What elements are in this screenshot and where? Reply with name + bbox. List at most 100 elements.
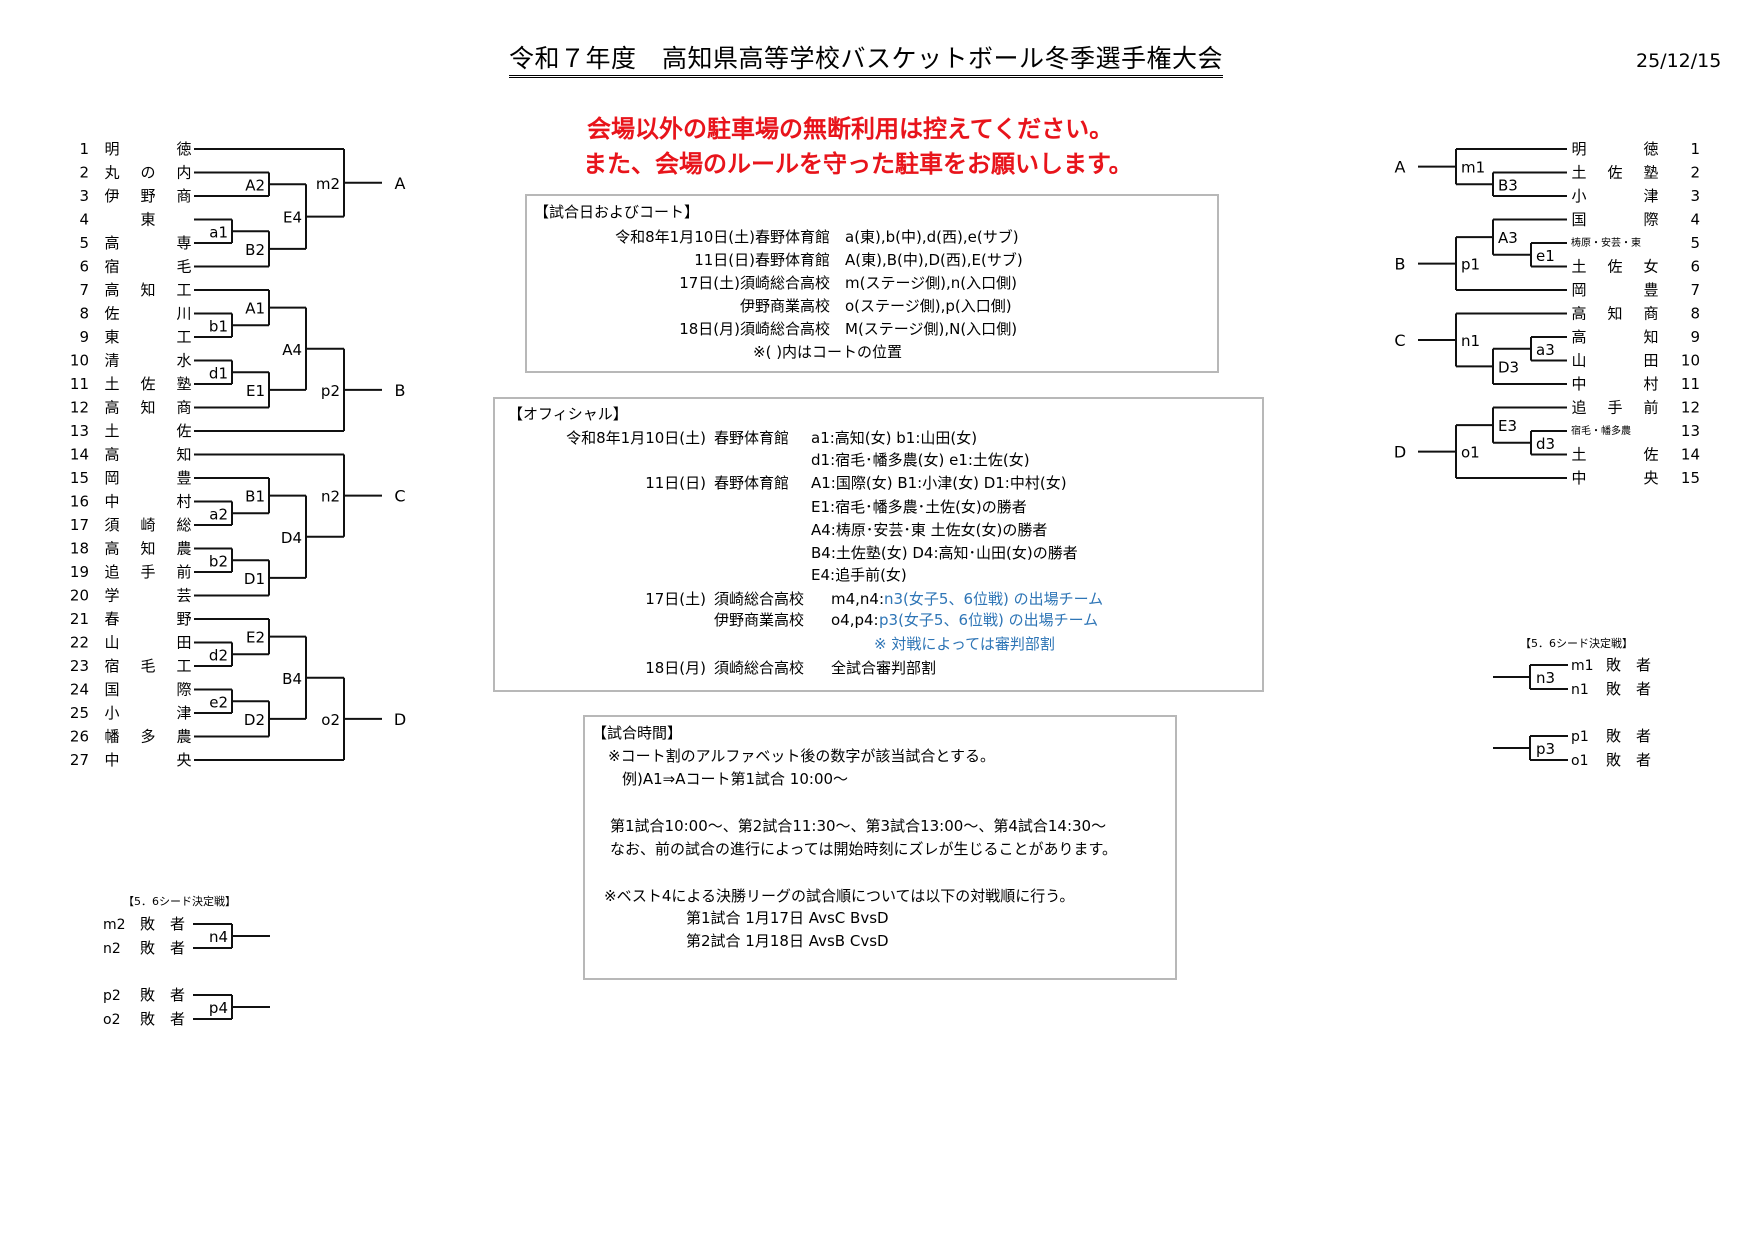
placement-entry-text: 敗 者 [140, 939, 185, 957]
official-assignment: E1:宿毛･幡多農･土佐(女)の勝者 [811, 498, 1027, 516]
team-name: 小 津 [105, 704, 213, 722]
times-league-note: ※ベスト4による決勝リーグの試合順については以下の対戦順に行う。 [604, 887, 1075, 905]
seed-number: 11 [70, 375, 89, 393]
official-day: 11日(日) [645, 474, 706, 492]
team-name: 追手前 [105, 563, 213, 581]
match-label-B3: B3 [1498, 176, 1518, 194]
court-day: 伊野商業高校 [739, 297, 830, 315]
official-day: 17日(土) [645, 590, 706, 608]
seed-number: 15 [1681, 469, 1700, 487]
pool-label-A: A [395, 174, 406, 193]
team-name: 高知商 [105, 399, 213, 417]
league-game-2: 第2試合 1月18日 AvsB CvsD [686, 932, 889, 950]
match-label-D1: D1 [244, 570, 265, 588]
court-assignment: m(ステージ側),n(入口側) [845, 274, 1017, 292]
team-name: 高 知 [105, 446, 213, 464]
team-name: 小 津 [1572, 187, 1680, 205]
match-label-E1: E1 [246, 382, 265, 400]
seed-number: 4 [79, 211, 89, 229]
seed-number: 1 [1690, 140, 1700, 158]
match-label-D3: D3 [1498, 358, 1519, 376]
parking-notice-line-2: また、会場のルールを守った駐車をお願いします。 [583, 150, 1133, 178]
seed-number: 12 [70, 399, 89, 417]
courts-box [525, 194, 1219, 373]
pool-label-C: C [394, 487, 405, 506]
seed-number: 3 [1690, 187, 1700, 205]
seed-number: 18 [70, 540, 89, 558]
times-schedule: 第1試合10:00～、第2試合11:30～、第3試合13:00～、第4試合14:… [610, 817, 1107, 835]
pool-label-C: C [1394, 331, 1405, 350]
team-name: 土 佐 [105, 422, 213, 440]
match-label-e1: e1 [1536, 247, 1555, 265]
seed-number: 6 [1690, 258, 1700, 276]
match-label-o1: o1 [1461, 444, 1480, 462]
placement-entry-text: 敗 者 [140, 986, 185, 1004]
placement-entry-text: 敗 者 [1606, 727, 1651, 745]
match-label-D2: D2 [244, 711, 265, 729]
team-name: 中 村 [1572, 375, 1680, 393]
court-day: 11日(日)春野体育館 [694, 251, 830, 269]
seed-number: 12 [1681, 399, 1700, 417]
placement-entry-source: m1 [1571, 658, 1594, 674]
seed-number: 11 [1681, 375, 1700, 393]
match-label-b2: b2 [209, 552, 228, 570]
placement-label-p4: p4 [209, 999, 228, 1017]
seed-number: 10 [1681, 352, 1700, 370]
team-name: 伊野商 [105, 187, 213, 205]
team-name: 土佐塾 [1572, 164, 1680, 182]
team-name: 国 際 [1572, 211, 1680, 229]
match-label-e2: e2 [209, 693, 228, 711]
seed-number: 1 [79, 140, 89, 158]
team-name: 学 芸 [105, 587, 213, 605]
placement-entry-text: 敗 者 [1606, 751, 1651, 769]
seed-number: 5 [1690, 234, 1700, 252]
times-note-court: ※コート割のアルファベット後の数字が該当試合とする。 [608, 747, 995, 765]
official-venue: 須崎総合高校 [714, 659, 805, 677]
match-label-B2: B2 [245, 241, 265, 259]
official-assignment: d1:宿毛･幡多農(女) e1:土佐(女) [811, 451, 1030, 469]
seed-number: 13 [70, 422, 89, 440]
league-game-1: 第1試合 1月17日 AvsC BvsD [686, 909, 889, 927]
team-name: 土佐塾 [105, 375, 213, 393]
official-day: 令和8年1月10日(土) [566, 429, 706, 447]
team-name: 岡 豊 [105, 469, 213, 487]
match-label-p2: p2 [321, 382, 340, 400]
pool-label-D: D [1394, 443, 1406, 462]
team-name: 中 央 [1572, 469, 1680, 487]
seed-number: 14 [1681, 446, 1700, 464]
seed-number: 13 [1681, 422, 1700, 440]
team-name: 宿 毛 [105, 258, 213, 276]
seed-number: 22 [70, 634, 89, 652]
seed-number: 14 [70, 446, 89, 464]
official-assignment: B4:土佐塾(女) D4:高知･山田(女)の勝者 [811, 544, 1078, 562]
official-venue: 春野体育館 [714, 429, 790, 447]
team-name: 追手前 [1572, 399, 1680, 417]
team-name: 中 央 [105, 751, 213, 769]
match-label-m2: m2 [316, 175, 340, 193]
courts-title: 【試合日およびコート】 [534, 203, 700, 221]
pool-label-A: A [1395, 158, 1406, 177]
parking-notice-line-1: 会場以外の駐車場の無断利用は控えてください。 [587, 115, 1114, 143]
team-name: 東 工 [105, 328, 213, 346]
team-name: 山 田 [105, 634, 213, 652]
match-label-a3: a3 [1536, 341, 1555, 359]
match-label-n1: n1 [1461, 332, 1480, 350]
match-label-E4: E4 [283, 209, 302, 227]
team-name: 春 野 [105, 610, 213, 628]
official-note: p3(女子5、6位戦) の出場チーム [879, 611, 1099, 629]
match-label-A2: A2 [245, 176, 265, 194]
officials-box [493, 397, 1264, 692]
placement-entry-text: 敗 者 [140, 915, 185, 933]
seed-number: 4 [1690, 211, 1700, 229]
official-day: 18日(月) [645, 659, 706, 677]
team-name: 国 際 [105, 681, 213, 699]
match-times-box [583, 715, 1177, 980]
team-name: 須崎総 [105, 516, 213, 534]
placement-label-n3: n3 [1536, 669, 1555, 687]
match-label-a1: a1 [209, 223, 228, 241]
team-name: 明 徳 [105, 140, 213, 158]
courts-note: ※( )内はコートの位置 [753, 343, 903, 361]
official-note: ※ 対戦によっては審判部割 [874, 635, 1055, 653]
team-name: 清 水 [105, 352, 213, 370]
placement-entry-source: p1 [1571, 729, 1589, 745]
